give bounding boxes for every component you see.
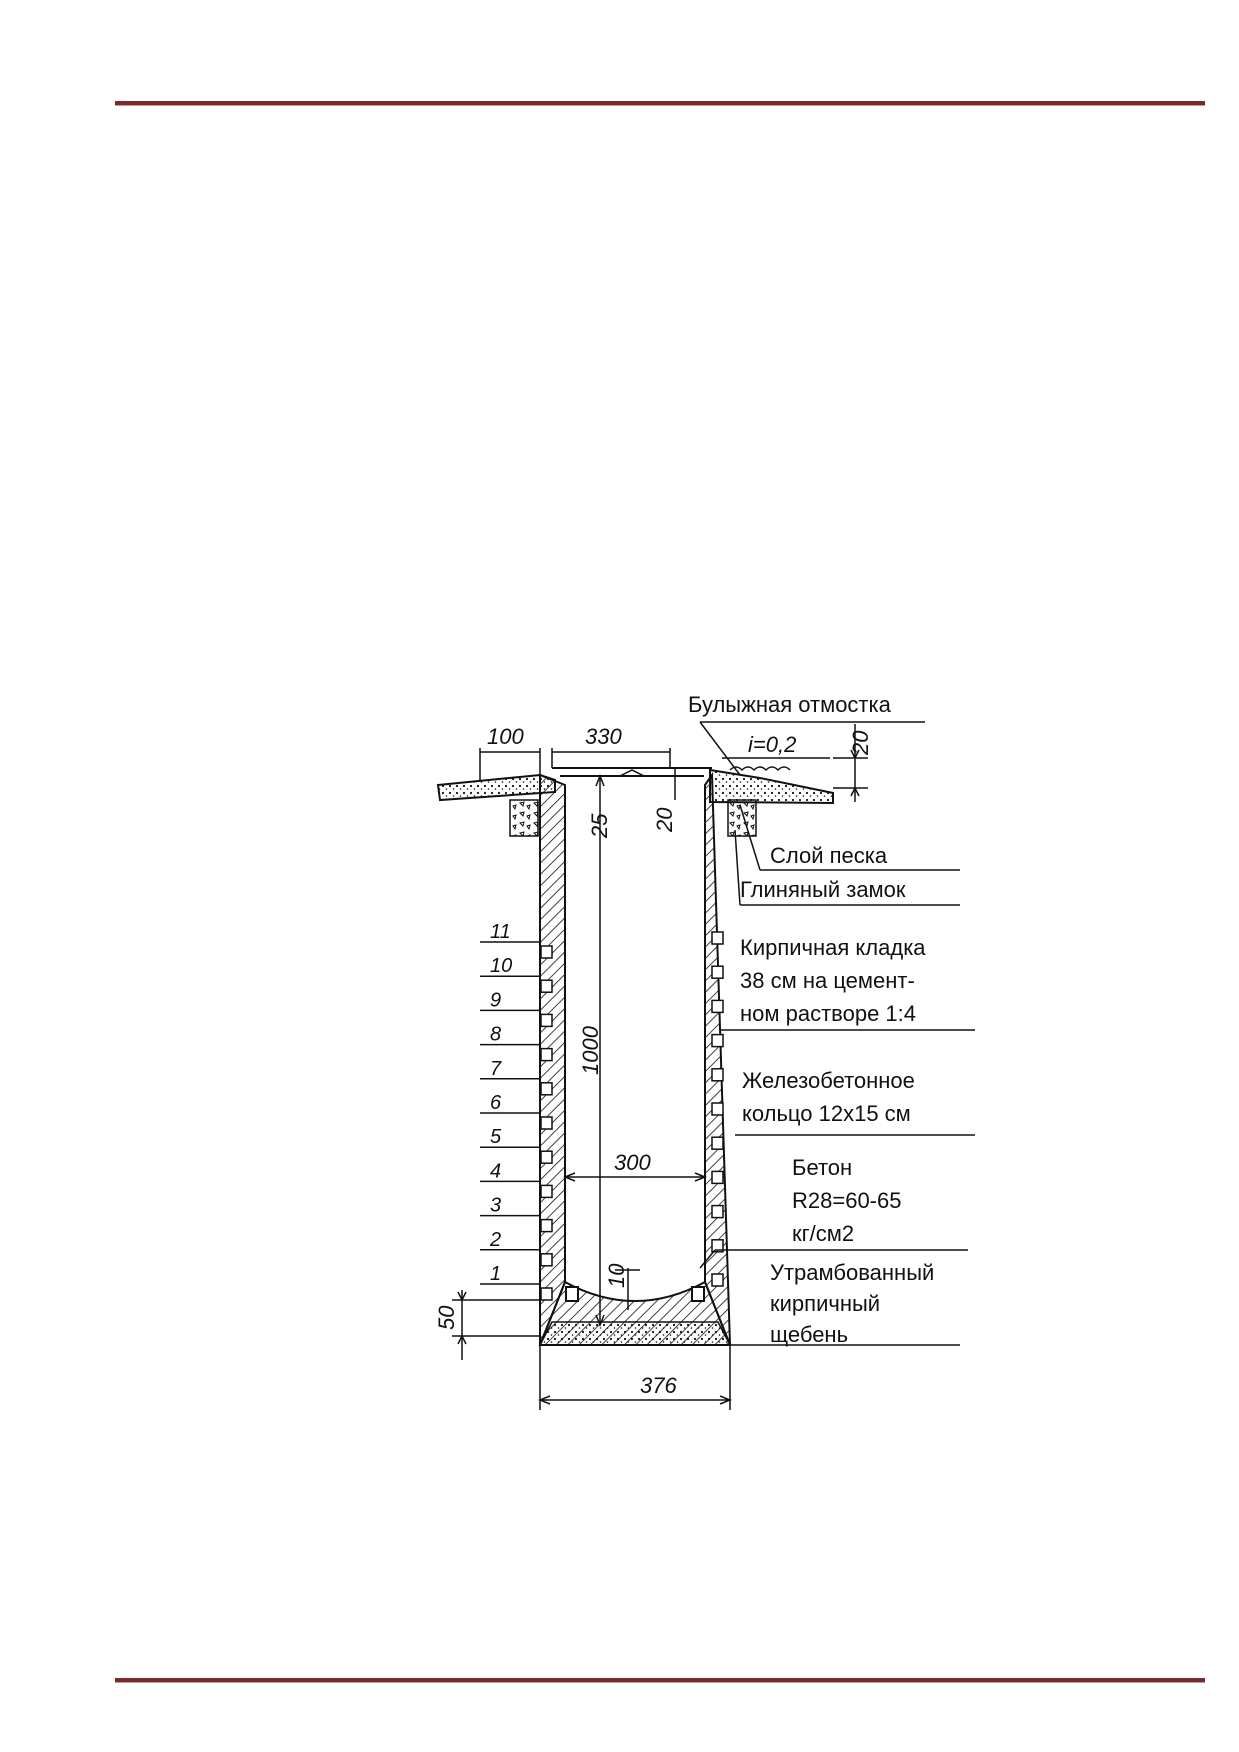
callout-ring: Железобетонное кольцо 12х15 см [735,1068,975,1136]
rung-mark-right [711,1136,724,1150]
dim-50: 50 [434,1290,540,1360]
dim-300: 300 [562,1150,708,1182]
rung-number: 9 [490,989,501,1011]
rung-labels: 11 10 9 8 7 6 5 4 3 2 1 [480,921,540,1285]
rung-label: 6 [480,1092,540,1114]
label-concrete-3: кг/см2 [792,1221,854,1246]
label-concrete-1: Бетон [792,1155,852,1180]
cobble-paving [436,766,834,805]
rc-ring-left [565,1286,579,1302]
rung-number: 2 [489,1229,501,1251]
rung-mark-left [540,1150,553,1164]
callout-concrete: Бетон R28=60-65 кг/см2 [699,1155,968,1269]
rung-number: 11 [490,921,511,943]
label-ring-2: кольцо 12х15 см [742,1101,911,1126]
callout-sand: Слой песка [739,804,960,871]
label-brick-1: Кирпичная кладка [740,935,926,960]
rung-number: 6 [490,1092,502,1114]
right-wall [704,771,731,1346]
rung-number: 8 [490,1024,501,1046]
rung-label: 11 [480,921,540,943]
label-rubble-3: щебень [770,1322,848,1347]
dim-1000-label: 1000 [578,1025,603,1075]
label-clay: Глиняный замок [740,877,906,902]
rung-label: 1 [480,1263,540,1285]
dim-20-inner-label: 20 [652,807,677,833]
rung-mark-left [540,979,553,993]
rung-label: 4 [480,1160,540,1182]
rung-mark-right [711,965,724,979]
rung-label: 9 [480,989,540,1011]
well-cover [552,767,712,777]
rung-label: 10 [480,955,540,977]
callout-rubble: Утрамбованный кирпичный щебень [718,1260,960,1347]
rubble-bottom [538,1321,732,1346]
rung-mark-left [540,1287,553,1301]
rung-mark-right [711,1239,724,1253]
rung-number: 4 [490,1160,501,1182]
rung-mark-left [540,1047,553,1062]
label-brick-3: ном растворе 1:4 [740,1001,916,1026]
label-sand: Слой песка [770,843,888,868]
rung-label: 3 [480,1195,540,1217]
rung-label: 8 [480,1024,540,1046]
rung-mark-left [540,1184,553,1199]
dim-10-label: 10 [604,1263,629,1288]
callout-clay: Глиняный замок [734,829,960,906]
dim-330: 330 [551,724,671,768]
label-ring-1: Железобетонное [742,1068,915,1093]
dim-50-label: 50 [434,1305,459,1330]
dim-300-label: 300 [614,1150,651,1175]
clay-lock [509,799,757,837]
rung-number: 5 [490,1126,502,1148]
header-rule [115,101,1205,106]
rung-mark-left [540,1116,553,1130]
dim-20-right-label: 20 [848,730,873,756]
label-cobble: Булыжная отмостка [688,692,892,717]
rung-mark-right [711,1068,724,1082]
callout-brick: Кирпичная кладка 38 см на цемент- ном ра… [720,935,975,1031]
rung-number: 1 [490,1263,501,1285]
rung-mark-right [711,931,724,945]
rung-number: 3 [490,1195,501,1217]
slope-label: i=0,2 [748,732,796,757]
dim-1000: 1000 [578,773,605,1328]
rung-mark-right [711,1273,724,1287]
rung-label: 5 [480,1126,540,1148]
rung-number: 7 [490,1058,502,1080]
rung-mark-left [540,1013,553,1028]
callout-cobble: Булыжная отмостка [688,692,925,776]
rung-label: 7 [480,1058,540,1080]
label-rubble-1: Утрамбованный [770,1260,934,1285]
rung-mark-left [540,1218,553,1233]
slope-note: i=0,2 [722,732,830,759]
rung-mark-right [711,999,724,1014]
dim-100: 100 [479,724,541,780]
rung-number: 10 [490,955,512,977]
rung-mark-right [711,1204,724,1219]
dim-20-right: 20 [833,724,873,802]
dim-100-label: 100 [487,724,524,749]
rung-marks [540,931,724,1301]
rung-mark-left [540,1253,553,1267]
rung-mark-right [711,1170,724,1185]
footer-rule [115,1678,1205,1683]
rung-mark-right [711,1033,724,1048]
label-rubble-2: кирпичный [770,1291,880,1316]
label-concrete-2: R28=60-65 [792,1188,901,1213]
rung-label: 2 [480,1229,540,1251]
dim-376: 376 [537,1345,733,1410]
inner-shaft [564,785,706,1282]
dim-330-label: 330 [585,724,622,749]
rung-mark-left [540,1082,553,1096]
rc-ring-right [691,1286,705,1302]
rung-mark-right [711,1102,724,1116]
label-brick-2: 38 см на цемент- [740,968,915,993]
dim-20-inner: 20 [652,768,677,833]
dim-376-label: 376 [640,1373,677,1398]
rung-mark-left [540,945,553,959]
dim-10: 10 [604,1263,640,1310]
